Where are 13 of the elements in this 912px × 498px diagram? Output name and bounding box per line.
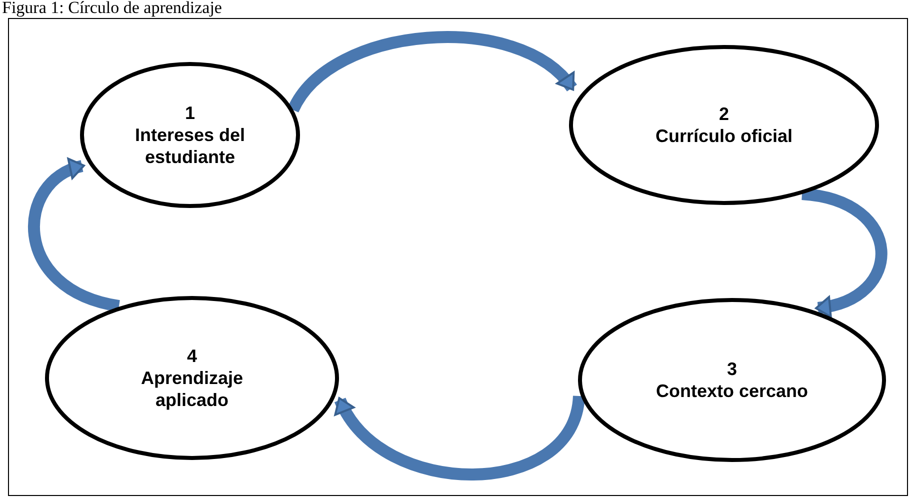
curved-arrow — [288, 31, 576, 114]
step-number: 3 — [726, 358, 737, 380]
step-label: Intereses del estudiante — [134, 124, 246, 168]
step-number: 4 — [186, 345, 197, 367]
curved-arrow — [28, 160, 120, 312]
step-number: 2 — [718, 103, 729, 125]
step-number: 1 — [184, 102, 195, 124]
curved-arrow — [334, 394, 585, 480]
step-label: Aprendizaje aplicado — [140, 367, 244, 411]
step-label: Contexto cercano — [656, 380, 808, 402]
figure-title: Figura 1: Círculo de aprendizaje — [2, 0, 222, 17]
curved-arrow — [801, 188, 888, 317]
step-label: Currículo oficial — [655, 125, 793, 147]
